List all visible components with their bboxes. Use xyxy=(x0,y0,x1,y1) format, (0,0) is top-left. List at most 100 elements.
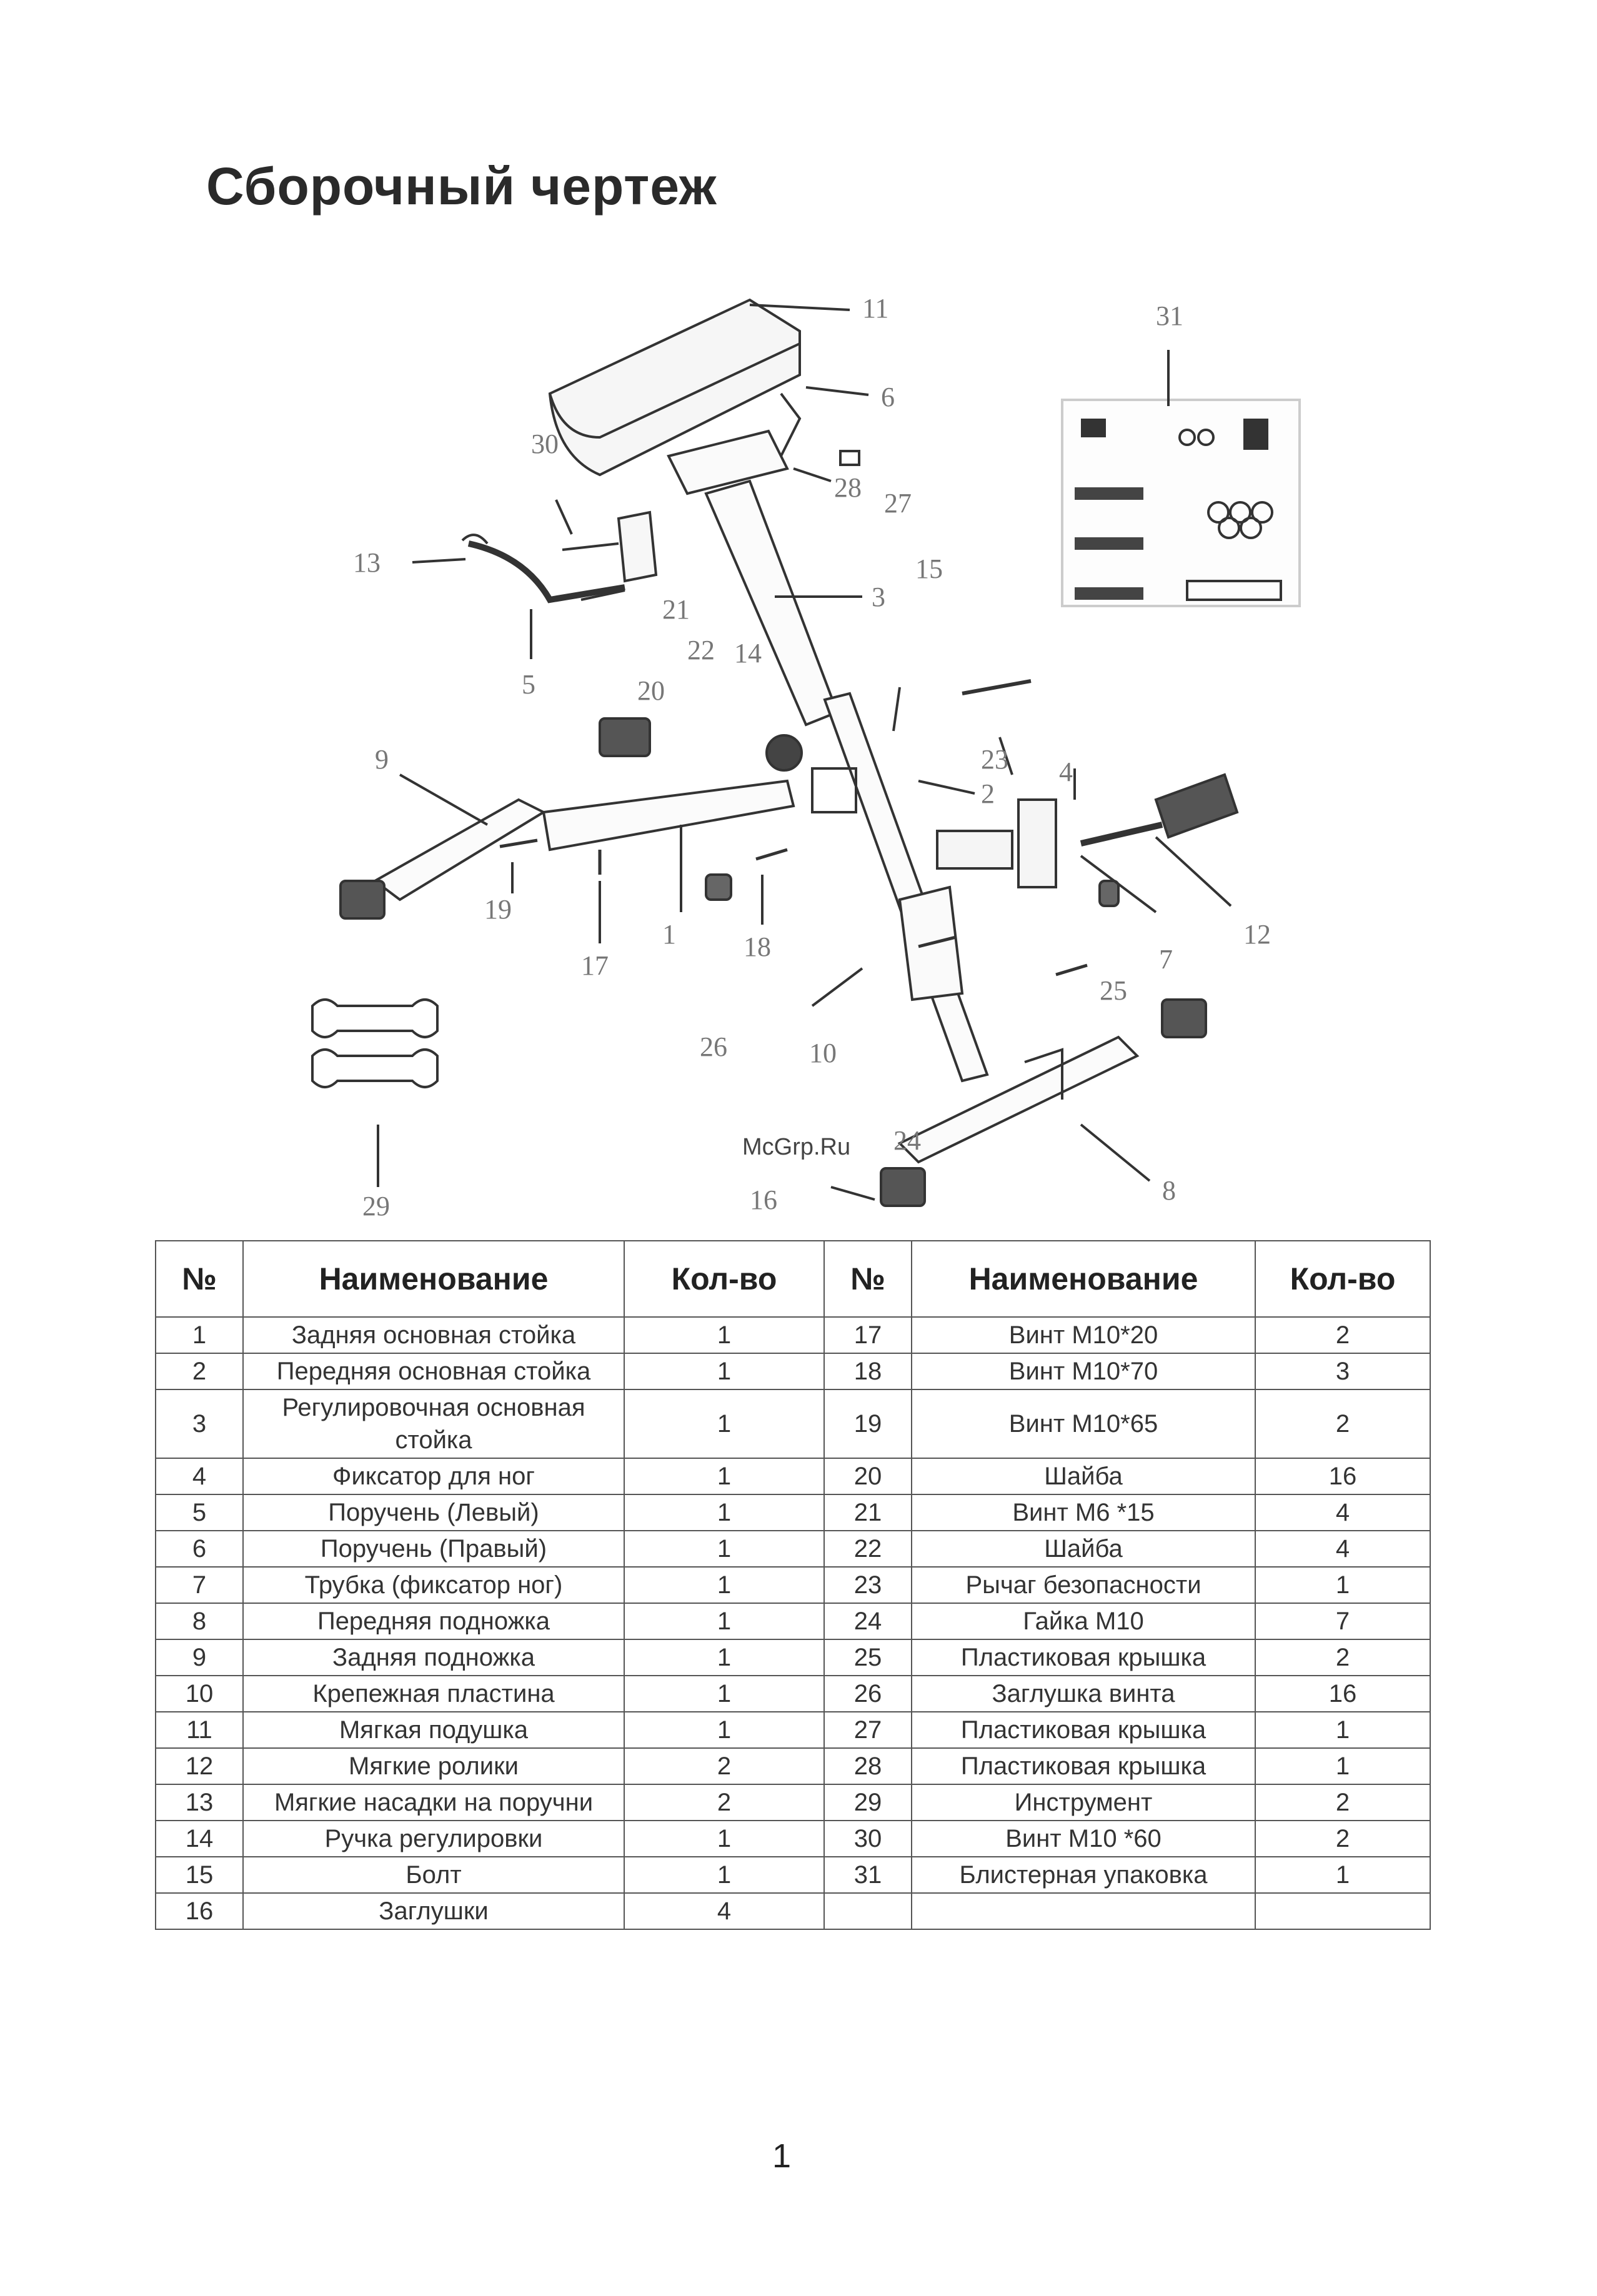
right-part-qty: 3 xyxy=(1255,1353,1431,1390)
right-part-number: 27 xyxy=(823,1711,912,1749)
right-part-number: 31 xyxy=(823,1856,912,1894)
assembly-drawing: 11 6 31 30 28 27 13 15 3 21 22 14 5 20 2… xyxy=(311,293,1301,1221)
callout-30: 30 xyxy=(531,429,559,459)
callout-5: 5 xyxy=(522,669,535,700)
left-part-qty: 4 xyxy=(624,1892,825,1930)
left-part-number: 6 xyxy=(155,1530,244,1568)
callout-31: 31 xyxy=(1156,301,1183,331)
right-part-name: Винт М10*70 xyxy=(911,1353,1256,1390)
callout-1: 1 xyxy=(662,919,676,950)
callout-16: 16 xyxy=(750,1185,777,1215)
left-part-number: 1 xyxy=(155,1316,244,1354)
callout-4: 4 xyxy=(1059,757,1073,787)
right-part-qty: 7 xyxy=(1255,1603,1431,1640)
header-num-left: № xyxy=(155,1240,244,1318)
left-part-number: 7 xyxy=(155,1566,244,1604)
left-part-number: 2 xyxy=(155,1353,244,1390)
header-qty-right: Кол-во xyxy=(1255,1240,1431,1318)
header-num-right: № xyxy=(823,1240,912,1318)
left-part-name: Задняя подножка xyxy=(242,1639,625,1676)
right-part-name: Шайба xyxy=(911,1530,1256,1568)
right-part-number: 19 xyxy=(823,1389,912,1459)
callout-19: 19 xyxy=(484,894,512,925)
left-part-qty: 1 xyxy=(624,1316,825,1354)
left-part-number: 8 xyxy=(155,1603,244,1640)
left-part-name: Передняя основная стойка xyxy=(242,1353,625,1390)
right-part-name: Пластиковая крышка xyxy=(911,1747,1256,1785)
left-part-number: 3 xyxy=(155,1389,244,1459)
right-part-name: Винт М10 *60 xyxy=(911,1820,1256,1857)
left-part-qty: 1 xyxy=(624,1711,825,1749)
left-part-name: Передняя подножка xyxy=(242,1603,625,1640)
left-part-qty: 1 xyxy=(624,1820,825,1857)
right-part-name: Блистерная упаковка xyxy=(911,1856,1256,1894)
callout-10: 10 xyxy=(809,1038,837,1068)
callout-28: 28 xyxy=(834,472,862,503)
callout-21: 21 xyxy=(662,594,690,625)
callout-13: 13 xyxy=(353,547,381,578)
callout-6: 6 xyxy=(881,382,895,412)
right-part-qty: 1 xyxy=(1255,1711,1431,1749)
right-part-name: Шайба xyxy=(911,1458,1256,1495)
left-part-qty: 1 xyxy=(624,1494,825,1531)
right-part-number: 29 xyxy=(823,1784,912,1821)
right-part-qty: 1 xyxy=(1255,1856,1431,1894)
callout-3: 3 xyxy=(872,582,885,612)
left-part-qty: 1 xyxy=(624,1530,825,1568)
left-part-qty: 1 xyxy=(624,1566,825,1604)
right-part-number: 24 xyxy=(823,1603,912,1640)
left-part-number: 9 xyxy=(155,1639,244,1676)
right-part-qty: 16 xyxy=(1255,1458,1431,1495)
callout-18: 18 xyxy=(744,932,771,962)
left-part-qty: 1 xyxy=(624,1856,825,1894)
callout-23: 23 xyxy=(981,744,1008,775)
right-part-name: Заглушка винта xyxy=(911,1675,1256,1712)
right-part-qty: 4 xyxy=(1255,1530,1431,1568)
right-part-name: Пластиковая крышка xyxy=(911,1639,1256,1676)
left-part-name: Мягкая подушка xyxy=(242,1711,625,1749)
right-part-qty: 2 xyxy=(1255,1820,1431,1857)
right-part-number: 17 xyxy=(823,1316,912,1354)
callout-8: 8 xyxy=(1162,1175,1176,1206)
right-part-qty: 2 xyxy=(1255,1784,1431,1821)
left-part-name: Мягкие насадки на поручни xyxy=(242,1784,625,1821)
right-part-number: 22 xyxy=(823,1530,912,1568)
right-part-qty: 4 xyxy=(1255,1494,1431,1531)
parts-table: № Наименование Кол-во № Наименование Кол… xyxy=(155,1240,1431,1930)
callout-12: 12 xyxy=(1243,919,1271,950)
left-part-number: 10 xyxy=(155,1675,244,1712)
left-part-name: Мягкие ролики xyxy=(242,1747,625,1785)
left-part-number: 16 xyxy=(155,1892,244,1930)
header-qty-left: Кол-во xyxy=(624,1240,825,1318)
right-part-number: 26 xyxy=(823,1675,912,1712)
right-part-number: 20 xyxy=(823,1458,912,1495)
left-part-qty: 1 xyxy=(624,1603,825,1640)
callout-17: 17 xyxy=(581,950,609,981)
left-part-name: Задняя основная стойка xyxy=(242,1316,625,1354)
right-part-name: Винт М10*20 xyxy=(911,1316,1256,1354)
callout-15: 15 xyxy=(915,554,943,584)
right-part-number xyxy=(823,1892,912,1930)
right-part-number: 18 xyxy=(823,1353,912,1390)
left-part-name: Поручень (Левый) xyxy=(242,1494,625,1531)
callout-26: 26 xyxy=(700,1031,727,1062)
callout-20: 20 xyxy=(637,675,665,706)
left-part-name: Ручка регулировки xyxy=(242,1820,625,1857)
right-part-name: Пластиковая крышка xyxy=(911,1711,1256,1749)
left-part-qty: 1 xyxy=(624,1389,825,1459)
right-part-number: 25 xyxy=(823,1639,912,1676)
callout-11: 11 xyxy=(862,293,888,324)
page-number: 1 xyxy=(772,2137,792,2175)
right-part-name: Инструмент xyxy=(911,1784,1256,1821)
left-part-qty: 1 xyxy=(624,1639,825,1676)
callout-27: 27 xyxy=(884,488,912,519)
